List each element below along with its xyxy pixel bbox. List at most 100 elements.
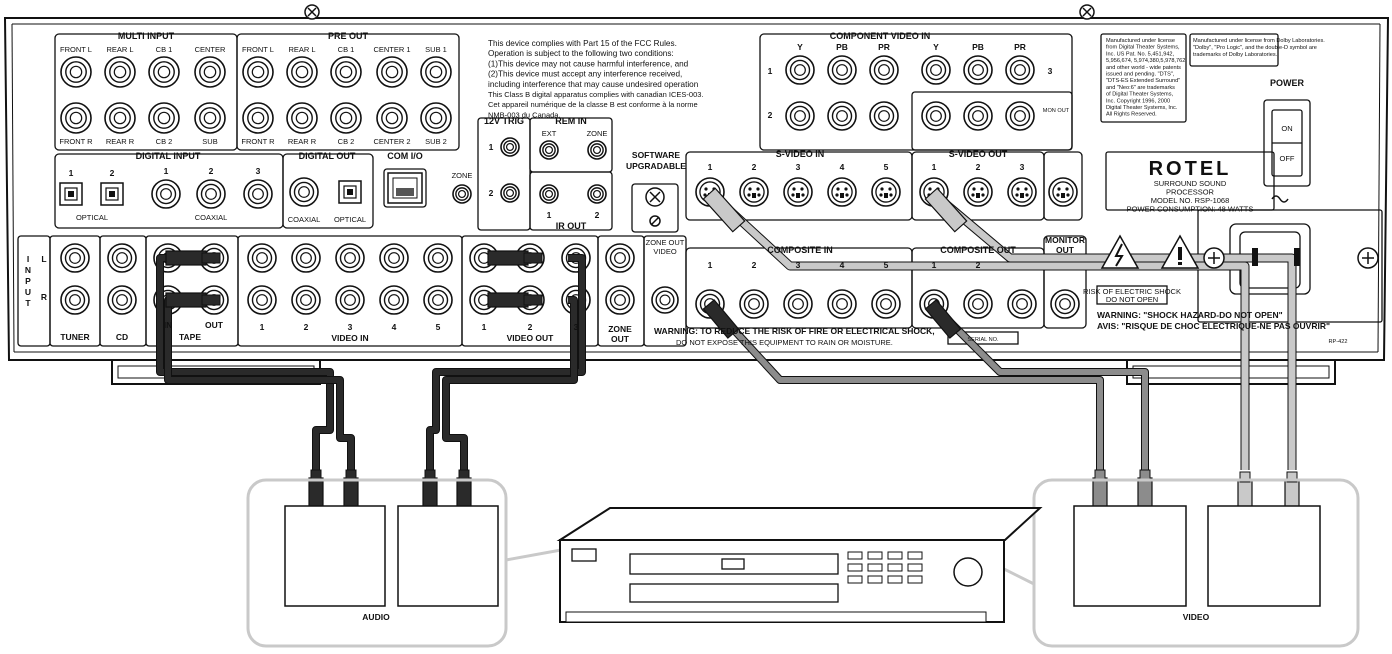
rca-jack-icon — [330, 102, 362, 134]
brand-line: POWER CONSUMPTION: 48 WATTS — [1127, 205, 1254, 214]
dts-text: Inc. US Pat. No. 5,451,942, — [1106, 51, 1175, 57]
fcc-text: This device complies with Part 15 of the… — [488, 39, 677, 48]
label: 2 — [976, 162, 981, 172]
rca-jack-icon — [379, 243, 409, 273]
cables-layer — [156, 187, 1300, 511]
vcr-button — [847, 563, 863, 572]
cable — [427, 255, 585, 470]
input-side-label: P — [25, 276, 31, 286]
dts-text: and other world - wide patents — [1106, 65, 1181, 71]
power-socket — [1203, 195, 1379, 269]
label: CB 2 — [338, 137, 355, 146]
brand-line: SURROUND SOUND — [1154, 179, 1227, 188]
rca-jack-icon — [739, 289, 769, 319]
label: CENTER — [195, 45, 226, 54]
label: 2 — [304, 322, 309, 332]
rca-jack-icon — [289, 177, 319, 207]
label: 1 — [932, 162, 937, 172]
warning-text: DO NOT EXPOSE THIS EQUIPMENT TO RAIN OR … — [676, 338, 893, 347]
rca-jack-icon — [869, 55, 899, 85]
svideo-jack-icon — [1048, 177, 1078, 207]
rca-jack-icon — [1005, 55, 1035, 85]
warning-text: WARNING: TO REDUCE THE RISK OF FIRE OR E… — [654, 326, 935, 336]
model-code: RP-422 — [1329, 339, 1348, 345]
rca-jack-icon — [286, 56, 318, 88]
rca-jack-icon — [785, 101, 815, 131]
label: FRONT L — [60, 45, 92, 54]
rca-jack-icon — [196, 179, 226, 209]
serial-label: SERIAL NO. — [967, 337, 999, 343]
label: 2 — [768, 110, 773, 120]
rca-jack-icon — [376, 56, 408, 88]
plug-icon — [343, 469, 359, 509]
dts-text: "DTS-ES Extended Surround" — [1106, 78, 1180, 84]
plug-icon — [165, 292, 221, 308]
ir-out-title: IR OUT — [556, 221, 587, 231]
rca-jack-icon — [148, 56, 180, 88]
fcc-text: (1)This device may not cause harmful int… — [488, 59, 689, 68]
label: COAXIAL — [195, 213, 228, 222]
rca-jack-icon — [827, 289, 857, 319]
label: CD — [116, 332, 128, 342]
label: R — [41, 292, 47, 302]
label: OPTICAL — [334, 215, 366, 224]
dts-text: 5,956,674, 5,974,380,5,978,762 — [1106, 58, 1185, 64]
screw-icon — [1079, 4, 1095, 20]
label: PR — [1014, 42, 1026, 52]
label: PR — [878, 42, 890, 52]
rca-jack-icon — [827, 101, 857, 131]
label: 3 — [574, 322, 579, 332]
label: PB — [972, 42, 984, 52]
label: 1 — [932, 260, 937, 270]
monitor-out-label: MONITOR — [1045, 235, 1085, 245]
rca-jack-icon — [379, 285, 409, 315]
rca-jack-icon — [1050, 289, 1080, 319]
label: IN — [164, 320, 173, 330]
label: 1 — [482, 322, 487, 332]
rca-jack-icon — [539, 184, 559, 204]
plug-icon — [1237, 471, 1253, 511]
label: 1 — [69, 168, 74, 178]
rca-jack-icon — [452, 184, 472, 204]
rca-jack-icon — [963, 289, 993, 319]
label: SUB 1 — [425, 45, 447, 54]
cable — [709, 303, 1103, 470]
optical-port-icon — [59, 182, 83, 206]
rca-jack-icon — [60, 56, 92, 88]
zone-out-video-label: VIDEO — [653, 247, 677, 256]
label: UPGRADABLE — [626, 161, 686, 171]
label: SOFTWARE — [632, 150, 680, 160]
label: FRONT R — [59, 137, 93, 146]
rca-jack-icon — [921, 101, 951, 131]
label: FRONT R — [241, 137, 275, 146]
label: 2 — [209, 166, 214, 176]
label: 4 — [392, 322, 397, 332]
plug-icon — [1092, 469, 1108, 509]
vcr-button — [887, 551, 903, 560]
label: CB 2 — [156, 137, 173, 146]
vcr-button — [867, 551, 883, 560]
rca-jack-icon — [587, 184, 607, 204]
rca-jack-icon — [104, 56, 136, 88]
svideo-jack-icon — [963, 177, 993, 207]
label: TUNER — [60, 332, 89, 342]
rca-jack-icon — [335, 285, 365, 315]
vcr-button — [907, 563, 923, 572]
label: CB 1 — [338, 45, 355, 54]
brand-logo: ROTEL — [1149, 158, 1232, 180]
label: 3 — [1020, 162, 1025, 172]
label: 4 — [840, 260, 845, 270]
label: 3 — [796, 260, 801, 270]
label: REAR R — [288, 137, 317, 146]
input-side-label: U — [25, 287, 31, 297]
cable — [931, 303, 1148, 470]
input-side-label: N — [25, 265, 31, 275]
label: SUB — [202, 137, 217, 146]
screw-icon — [304, 4, 320, 20]
rca-jack-icon — [376, 102, 408, 134]
label: 2 — [976, 260, 981, 270]
label: ZONE — [452, 171, 473, 180]
plug-icon — [456, 469, 472, 509]
